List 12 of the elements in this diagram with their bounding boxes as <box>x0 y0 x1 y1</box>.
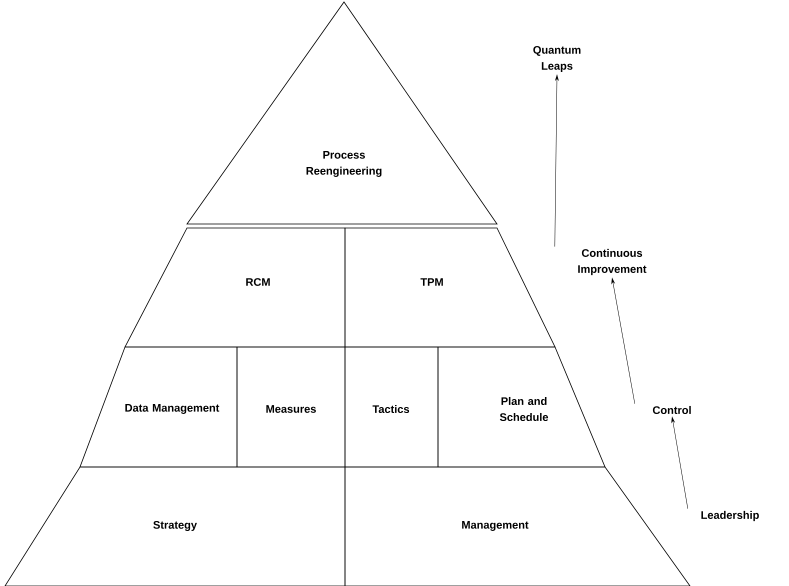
pyramid-cell: Management <box>344 466 691 586</box>
stage-label: Quantum Leaps <box>533 46 580 72</box>
arrow <box>671 416 688 509</box>
arrow <box>554 74 559 247</box>
pyramid-cell: Plan and Schedule <box>438 346 606 468</box>
stage-label: Leadership <box>701 510 759 522</box>
stage-label: Control <box>652 406 691 414</box>
stage-label: Continuous Improvement <box>578 248 646 276</box>
arrow <box>611 278 636 404</box>
pyramid-cell: Measures <box>236 346 346 468</box>
pyramid-cell: TPM <box>344 228 556 348</box>
pyramid-cell: Tactics <box>344 346 438 468</box>
